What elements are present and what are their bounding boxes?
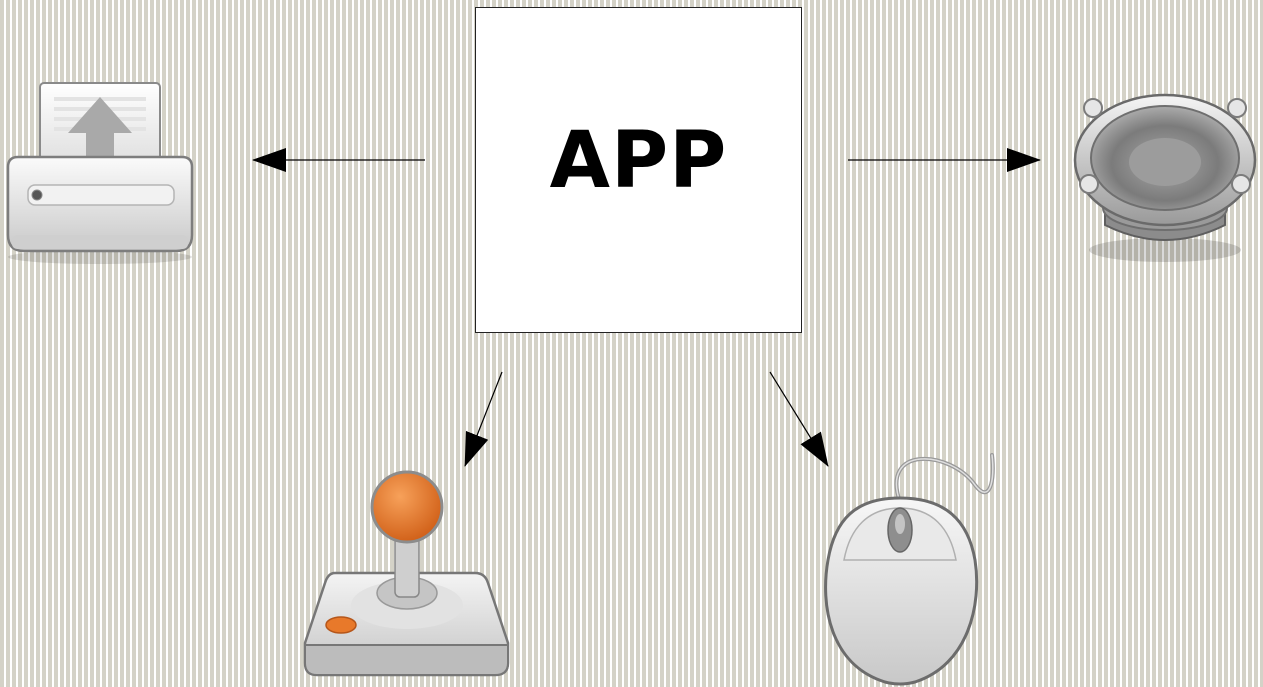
speaker-node — [1065, 80, 1263, 274]
printer-node — [0, 75, 200, 279]
speaker-icon — [1065, 80, 1263, 270]
joystick-icon — [295, 465, 520, 687]
printer-icon — [0, 75, 200, 275]
mouse-icon — [810, 450, 1010, 687]
arrow-to-joystick — [465, 372, 502, 466]
joystick-node — [295, 465, 520, 687]
mouse-node — [810, 450, 1010, 687]
